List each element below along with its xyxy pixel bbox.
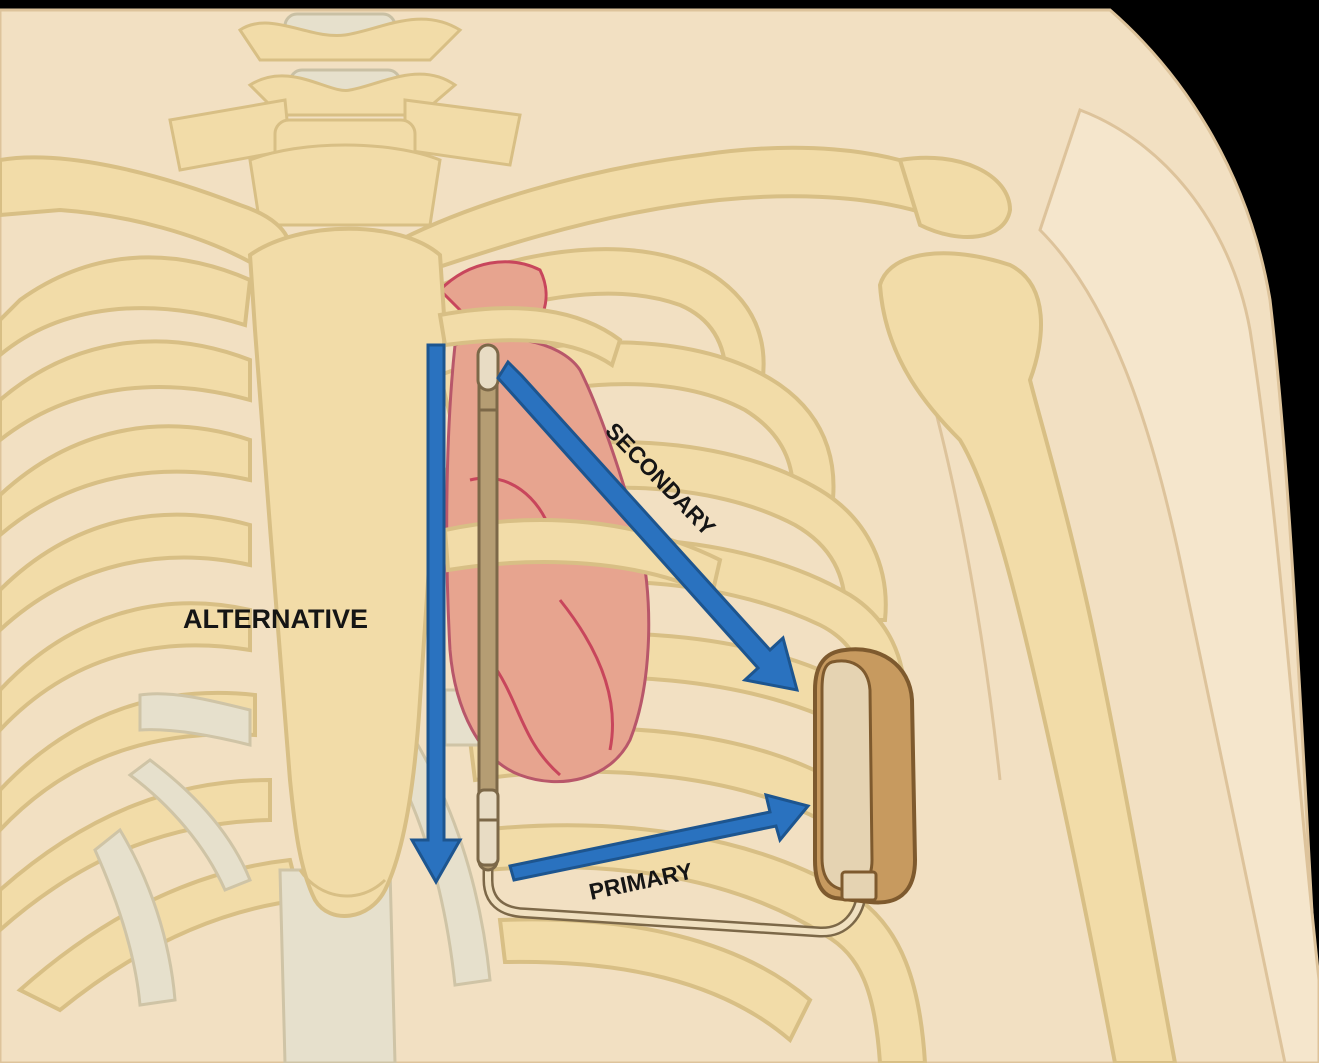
device-face [822,661,872,890]
label-alternative: ALTERNATIVE [183,604,368,634]
lead-proximal-electrode [478,790,498,865]
subcutaneous-icd-generator-icon [815,649,915,902]
device-header [842,872,876,900]
lead-tip-electrode [478,345,498,390]
